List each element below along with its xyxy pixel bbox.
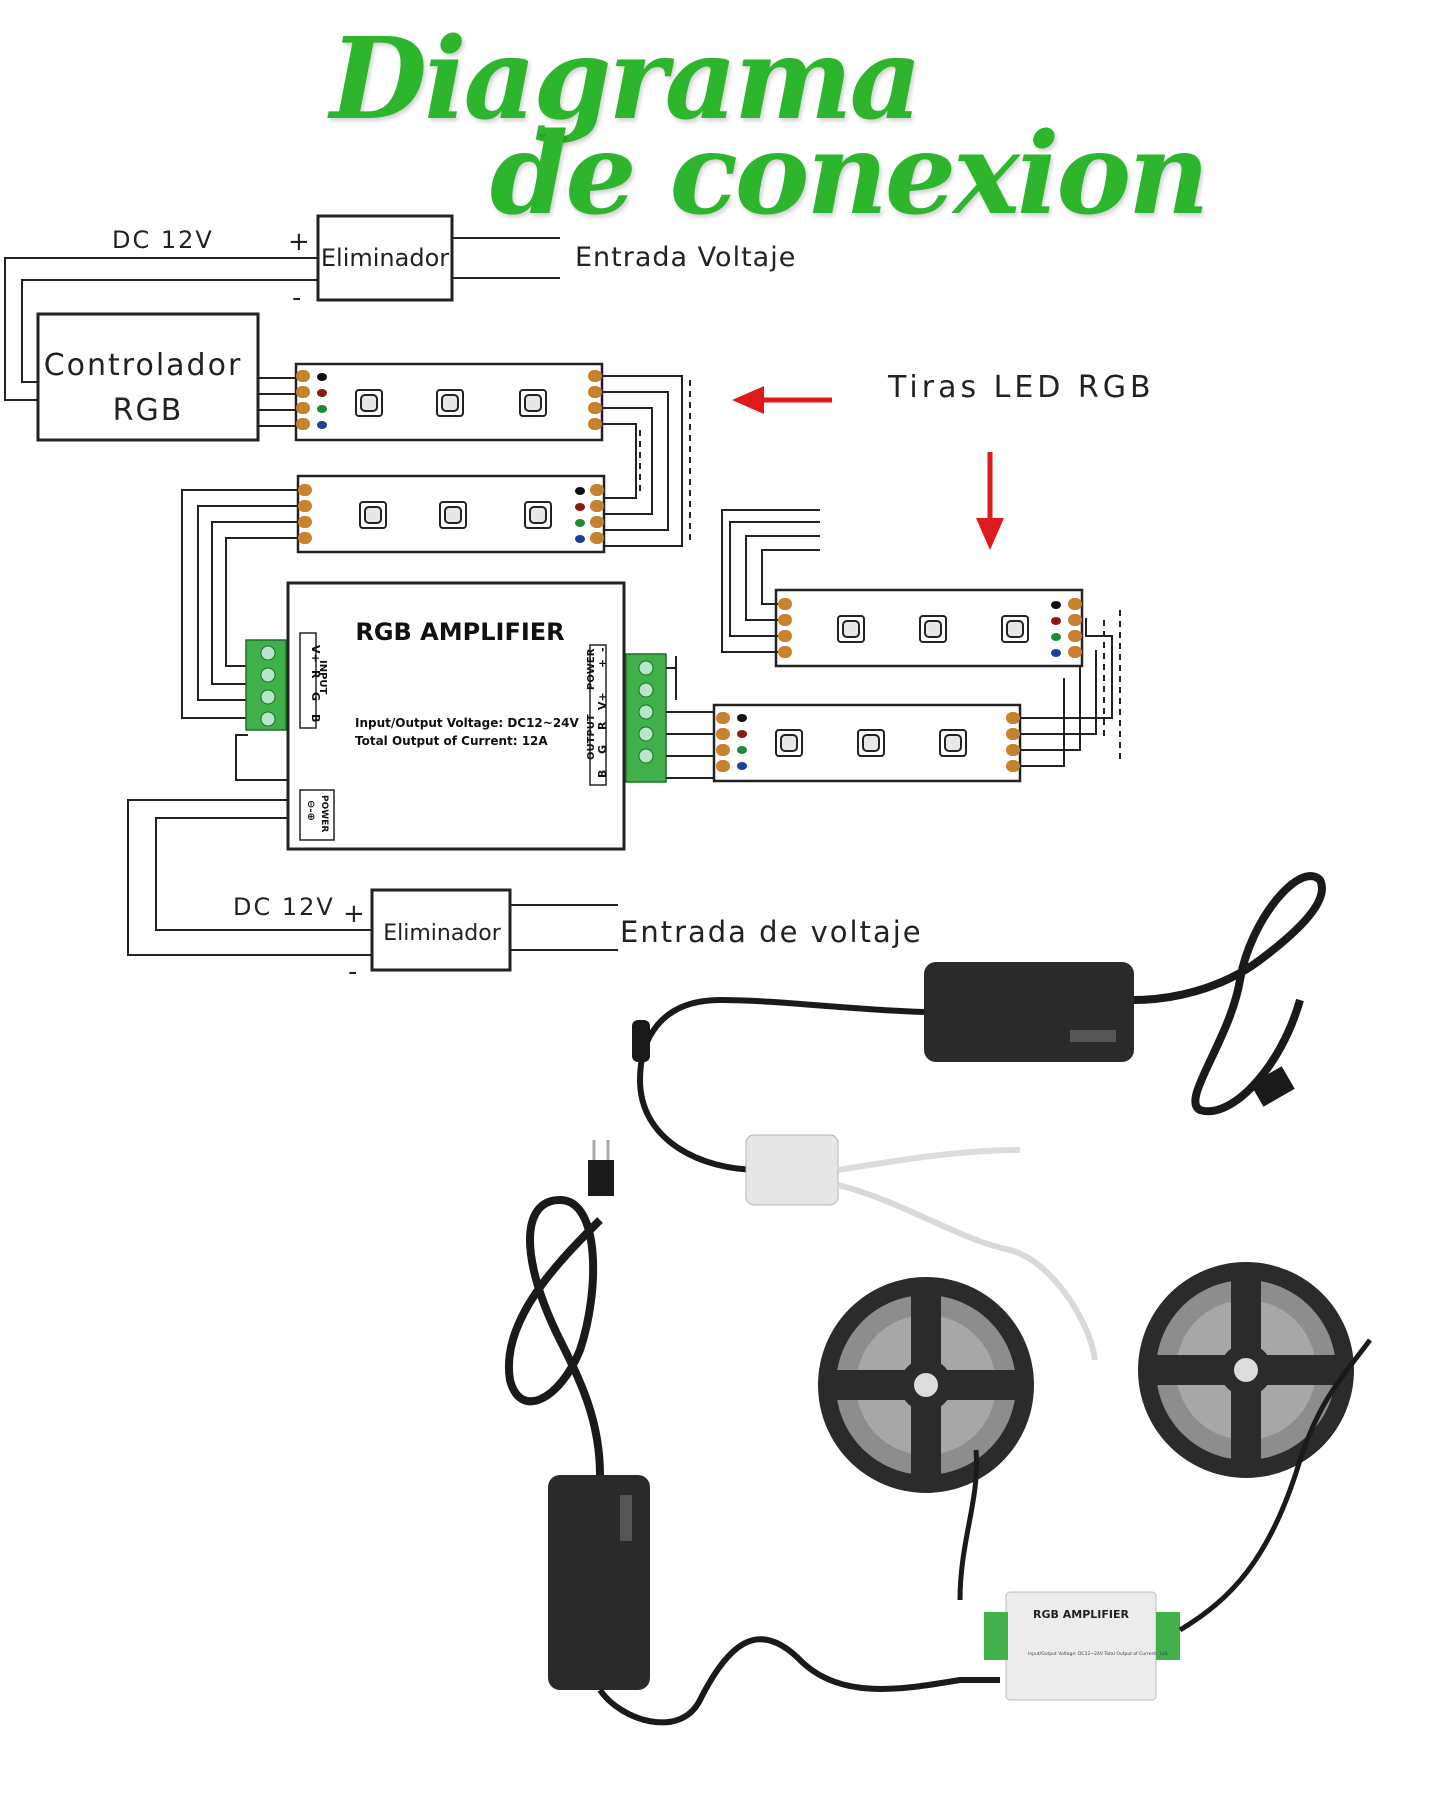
lower-power-adapter [548, 1475, 650, 1690]
top-input-label: Entrada Voltaje [575, 242, 796, 273]
led-reel-right [1138, 1262, 1354, 1478]
output-header: OUTPUT [586, 714, 597, 760]
ir-controller [745, 1134, 839, 1206]
photo-amp-label: RGB AMPLIFIER [1033, 1608, 1129, 1621]
input-pin-4: B [309, 714, 322, 722]
rgb-amplifier: RGB AMPLIFIER Input/Output Voltage: DC12… [245, 581, 667, 851]
led-reel-left [818, 1277, 1034, 1493]
power-header: POWER [586, 648, 597, 690]
bottom-minus-sign: - [348, 957, 357, 987]
bottom-eliminador-label: Eliminador [383, 921, 502, 946]
led-strip-1 [294, 362, 604, 442]
led-strip-3 [774, 588, 1084, 668]
power-in-label: POWER [319, 795, 329, 832]
svg-text:⊖-⊕: ⊖-⊕ [305, 800, 316, 821]
top-power-wires [4, 237, 560, 401]
title-line-2: de conexion [490, 109, 1210, 240]
strip1-dot-black [317, 373, 327, 381]
strip1-pad-2 [296, 386, 310, 398]
led-strip-4 [712, 703, 1022, 783]
amplifier-voltage-text: Input/Output Voltage: DC12~24V [355, 716, 580, 730]
top-eliminador-box [316, 214, 454, 302]
strip1-pad-1 [296, 370, 310, 382]
top-eliminador-label: Eliminador [321, 244, 449, 272]
amplifier-current-text: Total Output of Current: 12A [355, 734, 548, 748]
top-minus-sign: - [292, 283, 301, 313]
input-pin-2: R [309, 670, 322, 679]
strip1-leds [355, 389, 547, 417]
amp-to-strip4-wires [666, 656, 714, 779]
top-plus-sign: + [288, 227, 310, 257]
product-photo: RGB AMPLIFIER Input/Output Voltage: DC12… [504, 872, 1372, 1726]
strip1-pad-4 [296, 418, 310, 430]
strip3-continue-wires [721, 509, 823, 653]
title-line-1: Diagrama [330, 14, 922, 145]
bottom-dc-label: DC 12V [233, 893, 335, 921]
output-pin-1: V+ [596, 692, 609, 710]
red-arrow-down [976, 452, 1004, 550]
amplifier-title: RGB AMPLIFIER [355, 618, 564, 646]
led-strip-2 [296, 474, 606, 554]
strips-label: Tiras LED RGB [887, 370, 1155, 405]
controller-label-line2: RGB [113, 393, 184, 428]
output-pin-3: G [596, 745, 609, 754]
strip1-dot-green [317, 405, 327, 413]
output-pin-2: R [596, 721, 609, 730]
bottom-input-label: Entrada de voltaje [620, 915, 923, 949]
strip1-pad-3 [296, 402, 310, 414]
output-pin-4: B [596, 770, 609, 778]
controller-label-line1: Controlador [44, 348, 243, 383]
input-pin-1: V+ [309, 645, 322, 663]
strip1-to-strip2-wires [602, 375, 691, 547]
amp-power-input [299, 789, 335, 841]
red-arrow-left [732, 386, 832, 414]
photo-amp-small: Input/Output Voltage: DC12~24V Total Out… [1028, 1651, 1169, 1657]
top-dc-label: DC 12V [112, 226, 214, 254]
strip4-to-strip3-wires [1020, 610, 1121, 767]
input-header: INPUT [317, 660, 328, 695]
power-pin-minus: - [596, 647, 609, 652]
input-pin-3: G [309, 692, 322, 701]
rgb-controller-box [36, 312, 260, 442]
bottom-plus-sign: + [343, 899, 365, 929]
bottom-power-wires [127, 799, 618, 956]
strip2-to-amp-wires [181, 489, 298, 781]
strip1-dot-red [317, 389, 327, 397]
power-pin-plus: + [596, 659, 609, 668]
bottom-eliminador-box [370, 888, 512, 972]
strip1-dot-blue [317, 421, 327, 429]
upper-power-adapter [924, 962, 1134, 1062]
controller-to-strip1-wires [258, 377, 298, 427]
